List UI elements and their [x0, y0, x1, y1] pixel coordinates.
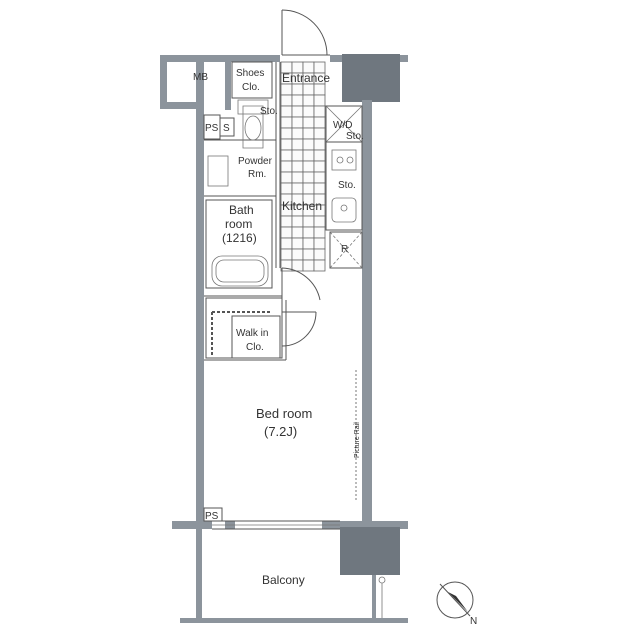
floor-tile: [302, 83, 315, 96]
bath-room-label-3: (1216): [222, 231, 257, 245]
bedroom-label-1: Bed room: [256, 406, 312, 421]
floor-tile: [313, 94, 326, 107]
floor-tile: [291, 138, 304, 151]
floor-tile: [291, 248, 304, 261]
balcony-label: Balcony: [262, 573, 305, 587]
floor-tile: [313, 226, 326, 239]
floor-tile: [302, 171, 315, 184]
floor-tile: [280, 171, 293, 184]
refrigerator-label: R: [341, 244, 348, 255]
floor-tile: [313, 215, 326, 228]
floor-tile: [280, 138, 293, 151]
floor-tile: [291, 116, 304, 129]
floor-tile: [313, 160, 326, 173]
tile-floor: [280, 61, 326, 272]
floor-tile: [280, 237, 293, 250]
floor-tile: [280, 215, 293, 228]
room-labels: MB Shoes Clo. Entrance Sto. PS S W/D Sto…: [193, 68, 364, 587]
floor-tile: [280, 248, 293, 261]
interior-partitions: [203, 61, 386, 618]
picture-rail-label: Picture Rail: [354, 422, 361, 458]
floor-tile: [302, 226, 315, 239]
shoes-closet-label-1: Shoes: [236, 68, 264, 79]
floor-tile: [302, 259, 315, 272]
floor-tile: [291, 160, 304, 173]
floor-tile: [313, 83, 326, 96]
floor-tile: [302, 94, 315, 107]
floor-tile: [291, 237, 304, 250]
floor-tile: [280, 226, 293, 239]
floor-tile: [291, 83, 304, 96]
floor-tile: [302, 138, 315, 151]
floor-tile: [313, 149, 326, 162]
structural-walls: [160, 54, 408, 623]
floor-tile: [302, 215, 315, 228]
mb-label: MB: [193, 72, 208, 83]
floor-tile: [313, 127, 326, 140]
shoes-closet-label-2: Clo.: [242, 82, 260, 93]
floor-tile: [291, 171, 304, 184]
floor-tile: [280, 160, 293, 173]
floor-tile: [280, 182, 293, 195]
floor-tile: [291, 94, 304, 107]
floor-tile: [291, 149, 304, 162]
floor-tile: [280, 127, 293, 140]
floor-tile: [313, 259, 326, 272]
ps-top-label: PS: [205, 123, 219, 134]
floor-tile: [302, 116, 315, 129]
walk-in-closet-label-2: Clo.: [246, 342, 264, 353]
floor-tile: [280, 105, 293, 118]
floor-tile: [291, 259, 304, 272]
entrance-label: Entrance: [282, 71, 330, 85]
powder-room-label-1: Powder: [238, 156, 273, 167]
floor-tile: [313, 248, 326, 261]
floor-tile: [313, 171, 326, 184]
floor-tile: [291, 226, 304, 239]
floor-tile: [313, 116, 326, 129]
kitchen-storage-label: Sto.: [338, 180, 356, 191]
floor-tile: [280, 116, 293, 129]
entrance-door: [281, 9, 330, 56]
powder-room-label-2: Rm.: [248, 169, 266, 180]
floor-tile: [280, 83, 293, 96]
floor-tile: [313, 138, 326, 151]
bath-room-label-1: Bath: [229, 203, 254, 217]
floor-tile: [291, 215, 304, 228]
bedroom-label-2: (7.2J): [264, 424, 297, 439]
small-storage-label: Sto.: [260, 106, 278, 117]
floor-tile: [291, 127, 304, 140]
floor-tile: [302, 248, 315, 261]
north-arrow: N: [436, 581, 477, 627]
floor-tile: [302, 237, 315, 250]
wd-storage-label-2: Sto.: [346, 131, 364, 142]
walk-in-closet-label-1: Walk in: [236, 328, 268, 339]
s-box-label: S: [223, 123, 230, 134]
bath-room-label-2: room: [225, 217, 252, 231]
floor-tile: [291, 105, 304, 118]
floor-tile: [302, 127, 315, 140]
floor-tile: [313, 105, 326, 118]
floor-tile: [313, 182, 326, 195]
floor-tile: [280, 149, 293, 162]
floor-tile: [302, 160, 315, 173]
floor-tile: [302, 182, 315, 195]
north-label: N: [470, 616, 477, 627]
floor-tile: [302, 149, 315, 162]
ps-bottom-label: PS: [205, 511, 219, 522]
wd-storage-label-1: W/D: [333, 120, 352, 131]
kitchen-label: Kitchen: [282, 199, 322, 213]
floor-tile: [291, 182, 304, 195]
floor-tile: [313, 237, 326, 250]
floor-tile: [280, 94, 293, 107]
floor-tile: [302, 105, 315, 118]
